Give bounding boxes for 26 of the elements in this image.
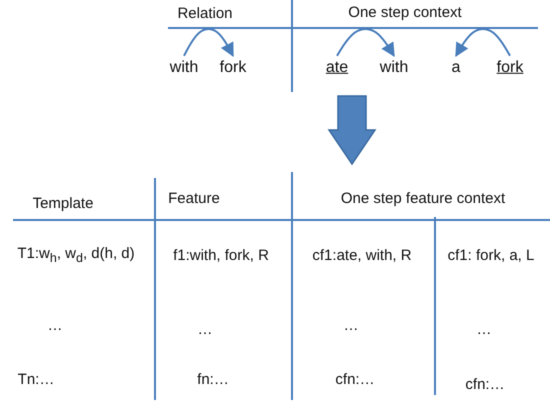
table-text: cf1:ate, with, R bbox=[312, 248, 412, 264]
table-text: … bbox=[344, 318, 358, 334]
dependency-arc bbox=[183, 28, 234, 58]
dependency-arc bbox=[455, 28, 511, 58]
word-label: with bbox=[168, 58, 200, 78]
table-text: f1:with, fork, R bbox=[173, 248, 269, 264]
column-header: One step context bbox=[348, 4, 462, 22]
table-text: fn:… bbox=[197, 372, 229, 388]
column-header: Feature bbox=[168, 190, 220, 208]
word-label: fork bbox=[496, 58, 524, 78]
word-label: fork bbox=[218, 58, 248, 78]
table-text: … bbox=[198, 322, 212, 338]
table-text: cfn:… bbox=[465, 376, 505, 394]
word-label: ate bbox=[324, 58, 350, 78]
table-text: cf1: fork, a, L bbox=[448, 248, 534, 264]
word-label: with bbox=[378, 58, 410, 78]
table-text: cfn:… bbox=[335, 372, 375, 388]
table-text: … bbox=[48, 318, 62, 334]
word-label: a bbox=[450, 58, 462, 78]
table-text: Tn:… bbox=[18, 372, 54, 388]
dependency-arc bbox=[336, 28, 395, 57]
column-header: Template bbox=[32, 196, 94, 212]
table-text: … bbox=[476, 322, 492, 338]
table-text: T1:w$_{h}$, w$_{d}$, d(h, d) bbox=[17, 246, 135, 266]
column-header: One step feature context bbox=[340, 190, 506, 208]
column-header: Relation bbox=[177, 6, 233, 22]
